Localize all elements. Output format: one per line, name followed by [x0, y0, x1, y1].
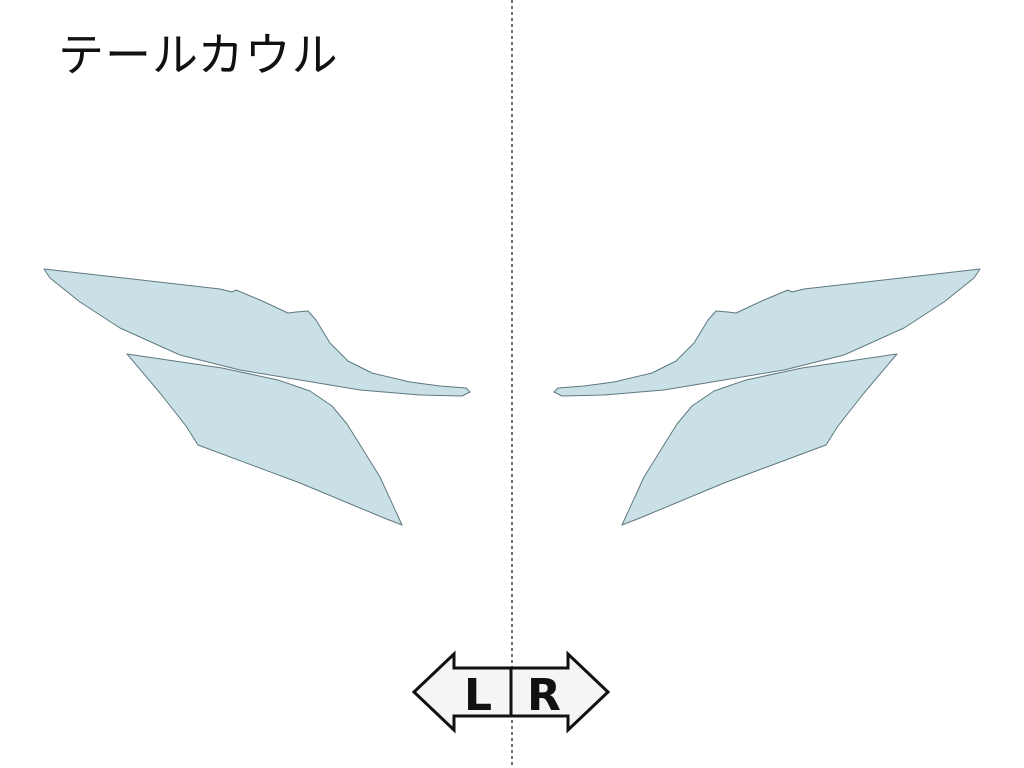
right-upper-panel — [553, 268, 981, 397]
right-label: R — [527, 670, 561, 721]
left-lower-panel — [126, 353, 403, 526]
left-panels — [43, 268, 471, 526]
right-lower-panel — [621, 353, 898, 526]
page-title: テールカウル — [58, 28, 339, 82]
left-label: L — [464, 670, 492, 721]
right-panels — [553, 268, 981, 526]
left-upper-panel — [43, 268, 471, 397]
lr-direction-arrow: L R — [411, 650, 611, 734]
